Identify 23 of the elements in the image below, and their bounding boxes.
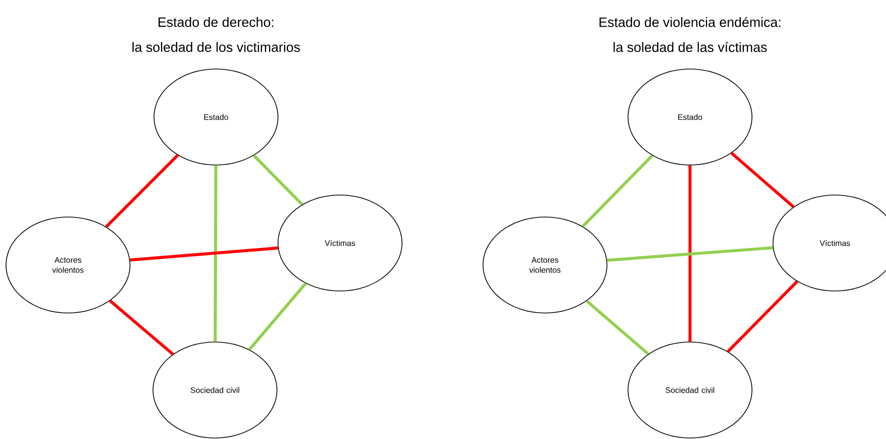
panel-heading: la soledad de los victimarios: [132, 42, 300, 52]
ellipse-node: Sociedad civil: [152, 342, 278, 438]
panel-heading: Estado de derecho:: [158, 17, 274, 27]
connector-line: [109, 300, 174, 356]
connector-line: [730, 152, 794, 208]
connector-line: [252, 154, 304, 206]
ellipse-node: Actores violentos: [482, 216, 608, 314]
ellipse-node: Actores violentos: [6, 216, 130, 314]
connector-line: [105, 154, 179, 228]
connector-line: [214, 165, 218, 342]
connector-line: [130, 246, 278, 262]
ellipse-node: Sociedad civil: [628, 342, 752, 438]
ellipse-node: Estado: [154, 68, 278, 166]
connector-line: [248, 282, 307, 351]
panel-heading: Estado de violencia endémica:: [600, 16, 780, 28]
connector-line: [607, 246, 774, 262]
connector-line: [582, 154, 654, 228]
connector-line: [586, 300, 650, 356]
panel-heading: la soledad de las víctimas: [614, 42, 767, 52]
connector-line: [688, 165, 692, 342]
ellipse-node: Estado: [628, 68, 752, 166]
connector-line: [726, 280, 798, 353]
ellipse-node: Víctimas: [278, 194, 402, 292]
